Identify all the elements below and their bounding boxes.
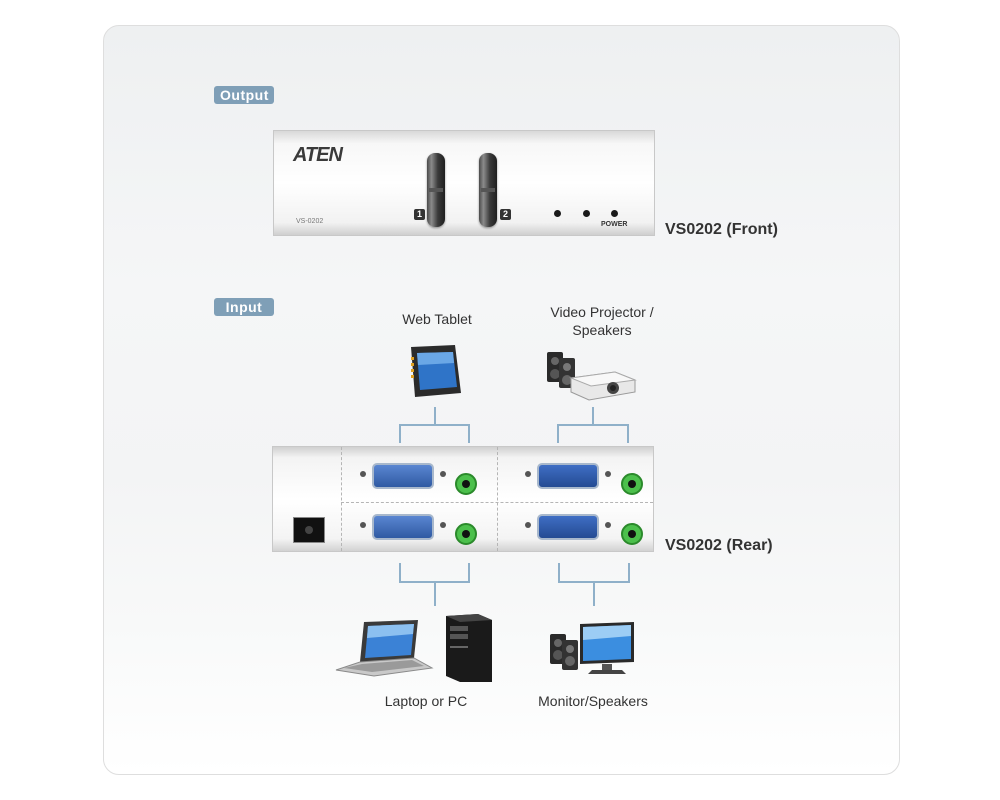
vga-port-icon <box>525 463 611 489</box>
divider <box>341 447 342 551</box>
rear-panel <box>272 446 654 552</box>
audio-jack-icon <box>621 523 643 545</box>
rear-title: VS0202 (Rear) <box>665 537 773 554</box>
front-model-label: VS-0202 <box>296 218 324 225</box>
power-led <box>611 210 618 217</box>
aten-logo: ATEN <box>293 144 343 166</box>
port-select-button-2 <box>479 153 497 227</box>
divider <box>341 502 653 503</box>
laptop-icon <box>335 620 434 677</box>
laptop-pc-label: Laptop or PC <box>384 693 468 709</box>
monitor-speakers-label: Monitor/Speakers <box>538 693 648 709</box>
led-1 <box>554 210 561 217</box>
pc-tower-icon <box>446 614 492 682</box>
monitor-icon <box>550 622 634 674</box>
vga-port-icon <box>360 463 446 489</box>
projector-icon <box>547 352 637 401</box>
projector-label-line2: Speakers <box>572 322 632 338</box>
output-tag: Output <box>214 86 274 104</box>
web-tablet-label: Web Tablet <box>402 311 472 327</box>
projector-label-line1: Video Projector / <box>550 304 654 320</box>
led-2 <box>583 210 590 217</box>
dc-power-jack-icon <box>293 517 325 543</box>
audio-jack-icon <box>455 473 477 495</box>
audio-jack-icon <box>621 473 643 495</box>
vga-port-icon <box>525 514 611 540</box>
front-panel: ATEN VS-0202 1 2 POWER <box>273 130 655 236</box>
port-select-button-1 <box>427 153 445 227</box>
divider <box>497 447 498 551</box>
web-tablet-icon <box>411 345 461 397</box>
vga-port-icon <box>360 514 446 540</box>
button-1-label: 1 <box>414 209 425 220</box>
button-2-label: 2 <box>500 209 511 220</box>
front-title: VS0202 (Front) <box>665 221 778 238</box>
power-label: POWER <box>601 221 628 228</box>
audio-jack-icon <box>455 523 477 545</box>
input-tag: Input <box>214 298 274 316</box>
